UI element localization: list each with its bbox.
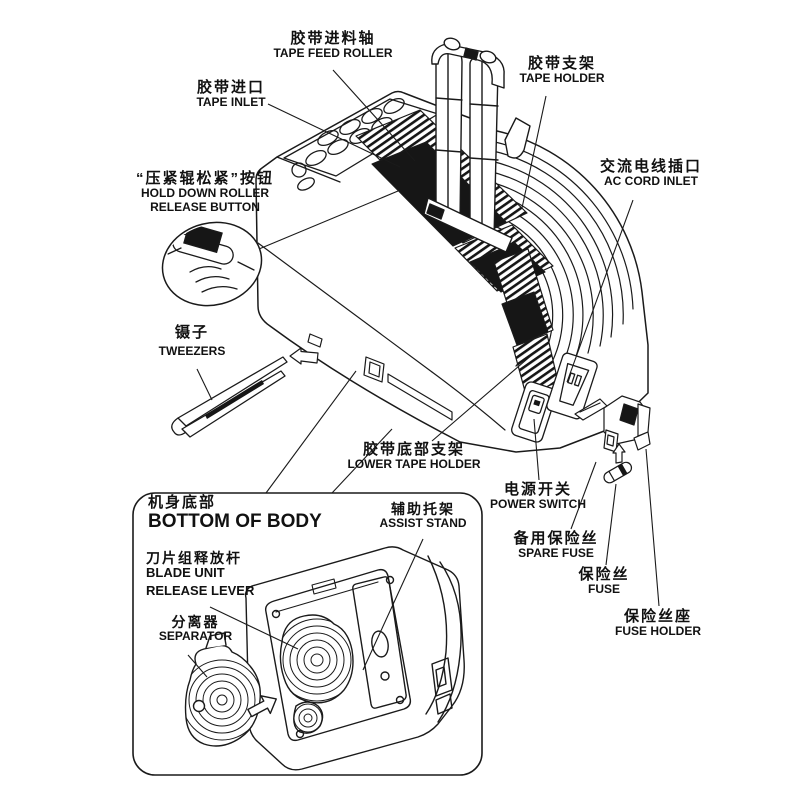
tower-latch	[504, 117, 531, 159]
leader-fuse	[605, 483, 617, 566]
leader-tape-inlet	[267, 103, 401, 168]
tape-holder-tower	[423, 37, 531, 253]
assist-stand-door	[352, 576, 407, 709]
leader-assist-stand	[362, 538, 424, 671]
leader-tape-holder	[521, 95, 547, 209]
callout-line-a	[265, 370, 357, 494]
leader-spare-fuse	[570, 461, 597, 530]
bottom-of-body-illustration	[184, 546, 465, 771]
callout-line-b	[331, 428, 393, 494]
tweezers-illustration	[171, 356, 288, 438]
leader-hold-down-roller	[258, 190, 399, 250]
machine-body-illustration	[255, 37, 651, 484]
fuse-part	[603, 461, 633, 484]
leader-tweezers	[196, 368, 213, 401]
hold-down-roller-detail-inset	[161, 221, 263, 307]
leader-lower-tape-holder	[431, 353, 534, 442]
install-arrow-icon	[247, 695, 277, 718]
leader-separator	[187, 654, 208, 678]
leader-fuse-holder	[645, 448, 660, 607]
eject-arrow-icon	[289, 347, 319, 365]
leader-power-switch	[533, 418, 540, 481]
leader-blade-unit	[209, 606, 299, 650]
fuse-holder-part	[603, 395, 651, 453]
ac-cord-inlet-part	[546, 352, 598, 420]
power-switch-part	[511, 381, 557, 443]
up-arrow-icon	[612, 443, 626, 464]
separator-part	[184, 632, 261, 747]
front-face-details	[257, 242, 506, 431]
leader-tape-feed-roller	[332, 69, 416, 162]
leader-ac-cord-inlet	[566, 199, 634, 383]
leader-lines	[187, 69, 660, 678]
bottom-inset-box	[132, 492, 483, 776]
